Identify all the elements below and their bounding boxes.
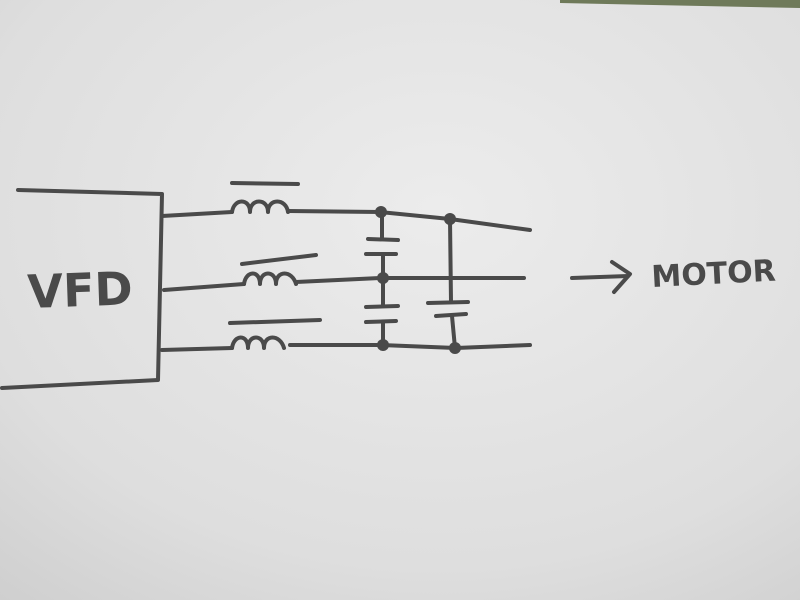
cap-2-plate-top	[364, 304, 400, 309]
vfd-box	[0, 188, 164, 390]
phase-3-inductor-core	[228, 318, 322, 325]
phase-1-wire	[286, 209, 532, 232]
background-strip	[560, 0, 800, 8]
vfd-label: VFD	[26, 261, 133, 319]
junction-dot-2	[444, 213, 456, 225]
motor-arrow-head	[610, 260, 632, 294]
phase-2-lead	[162, 282, 246, 292]
phase-1-lead	[160, 210, 234, 218]
phase-3-wire	[288, 343, 532, 350]
junction-dot-1	[375, 206, 387, 218]
junction-dot-5	[449, 342, 461, 354]
motor-label: MOTOR	[651, 254, 777, 295]
phase-3-lead	[160, 346, 234, 352]
phase-2-wire	[294, 276, 526, 284]
junction-dot-4	[377, 339, 389, 351]
phase-3-inductor	[230, 335, 286, 350]
cap-2-plate-bottom	[364, 319, 398, 324]
phase-2-inductor-core	[240, 253, 318, 266]
cap-3-plate-top	[426, 300, 470, 305]
motor-arrow-shaft	[570, 274, 630, 280]
phase-2-inductor	[242, 271, 298, 286]
junction-dot-3	[377, 272, 389, 284]
phase-1-inductor-core	[230, 181, 300, 186]
cap-1-plate-top	[366, 237, 400, 242]
cap-3-top-lead	[448, 217, 453, 304]
phase-1-inductor	[230, 199, 290, 214]
